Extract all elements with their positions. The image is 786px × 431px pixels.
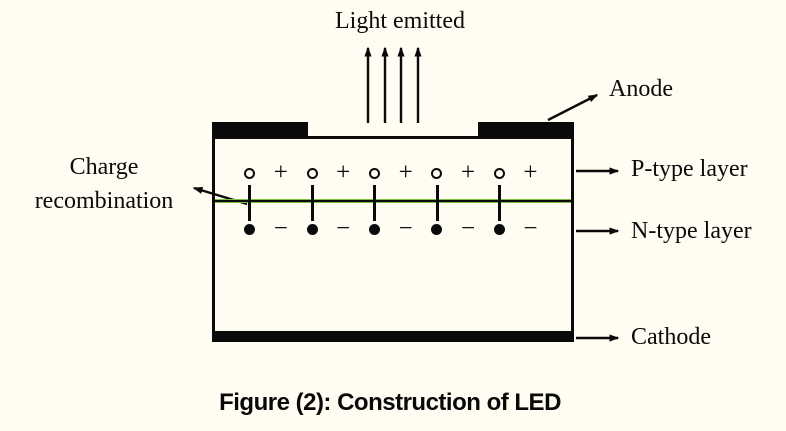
anode-arrow xyxy=(547,93,599,122)
recombination-tick xyxy=(373,185,377,221)
charge-recombination-line2: recombination xyxy=(34,188,174,214)
minus-sign: − xyxy=(460,215,476,242)
hole-icon xyxy=(421,160,452,186)
plus-sign: + xyxy=(336,159,351,186)
pn-junction-line xyxy=(215,199,571,203)
cathode-electrode xyxy=(212,331,574,342)
recombination-tick xyxy=(498,185,501,221)
plus-sign: + xyxy=(460,159,476,186)
p-type-layer-label: P-type layer xyxy=(631,156,748,182)
plus-sign: + xyxy=(398,159,413,186)
light-emitted-label: Light emitted xyxy=(335,8,465,34)
electron-icon xyxy=(484,216,515,242)
led-body: + + + + + − − − − − xyxy=(212,136,574,342)
light-emitted-arrows xyxy=(364,46,422,123)
hole-icon xyxy=(234,160,265,186)
anode-electrode-right-segment xyxy=(478,122,574,137)
plus-sign: + xyxy=(273,159,288,186)
electron-icon xyxy=(296,216,327,242)
anode-electrode-left-segment xyxy=(212,122,308,137)
hole-icon xyxy=(359,160,390,186)
electron-icon xyxy=(421,216,452,242)
recombination-tick xyxy=(310,185,314,221)
charge-recombination-label: Charge recombination xyxy=(0,150,208,218)
electron-icon xyxy=(359,216,390,242)
recombination-tick xyxy=(435,185,439,221)
n-type-charges-row: − − − − − xyxy=(234,216,546,242)
figure-caption: Figure (2): Construction of LED xyxy=(219,389,561,416)
electron-icon xyxy=(234,216,265,242)
minus-sign: − xyxy=(523,215,538,242)
plus-sign: + xyxy=(523,159,538,186)
hole-icon xyxy=(296,160,327,186)
minus-sign: − xyxy=(336,215,351,242)
n-type-layer-label: N-type layer xyxy=(631,218,752,244)
p-type-charges-row: + + + + + xyxy=(234,160,546,186)
cathode-label: Cathode xyxy=(631,324,711,350)
minus-sign: − xyxy=(273,215,288,242)
charge-recombination-line1: Charge xyxy=(69,154,139,180)
minus-sign: − xyxy=(398,215,413,242)
recombination-tick xyxy=(248,185,252,221)
anode-label: Anode xyxy=(609,76,673,102)
hole-icon xyxy=(484,160,515,186)
